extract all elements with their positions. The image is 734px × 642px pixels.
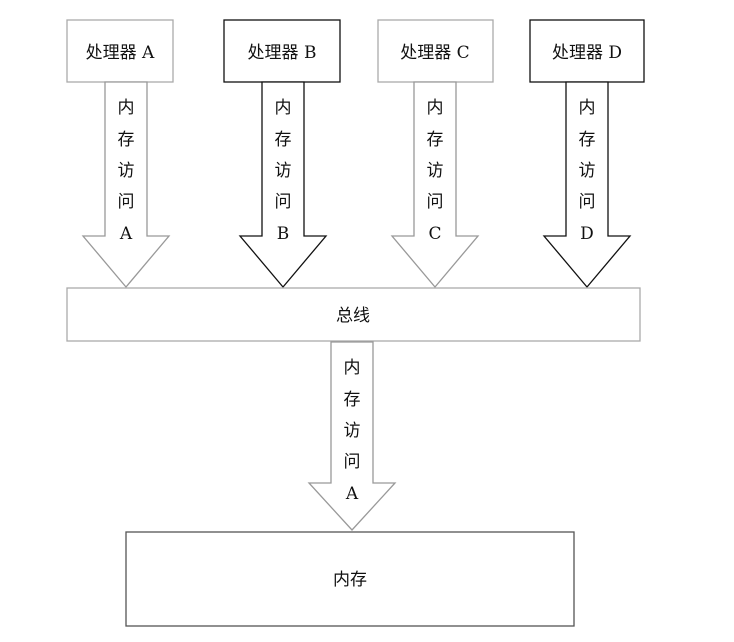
memory-access-label-b-char-4: 问 — [275, 192, 292, 212]
memory-access-label-c-char-4: 问 — [427, 192, 444, 212]
memory-access-label-d-char-3: 访 — [579, 161, 596, 181]
memory-access-arrow-b-shape — [238, 81, 328, 289]
processor-d-label: 处理器 D — [552, 43, 622, 63]
memory-access-label-d-char-5: D — [580, 224, 594, 244]
bus-memory-access-label-char-3: 访 — [344, 421, 361, 441]
processor-a-label: 处理器 A — [86, 43, 155, 63]
bus-memory-access-label-char-5: A — [345, 484, 359, 504]
memory-access-arrow-c: 内 存 访 问 C — [390, 81, 480, 289]
processor-d: 处理器 D — [529, 19, 645, 83]
processor-a: 处理器 A — [66, 19, 174, 83]
processor-b-box — [223, 19, 341, 83]
processor-c-box — [377, 19, 494, 83]
memory-access-label-c-char-2: 存 — [427, 130, 444, 150]
bus-memory-access-label-char-1: 内 — [344, 358, 361, 378]
processor-a-box — [66, 19, 174, 83]
bus-memory-access-label-char-4: 问 — [344, 452, 361, 472]
processor-c: 处理器 C — [377, 19, 494, 83]
memory-access-label-a-char-2: 存 — [118, 130, 135, 150]
memory-access-label-d-char-2: 存 — [579, 130, 596, 150]
processor-d-box — [529, 19, 645, 83]
memory-access-label-c-char-3: 访 — [427, 161, 444, 181]
memory-access-label-d-char-1: 内 — [579, 98, 596, 118]
bus: 总线 — [66, 287, 641, 342]
memory-access-arrow-d: 内 存 访 问 D — [542, 81, 632, 289]
memory-box — [125, 531, 575, 627]
memory-access-label-c-char-1: 内 — [427, 98, 444, 118]
bus-memory-access-label-char-2: 存 — [344, 390, 361, 410]
memory-access-label-b-char-1: 内 — [275, 98, 292, 118]
memory-access-arrow-c-shape — [390, 81, 480, 289]
bus-to-memory-arrow-shape — [307, 341, 397, 531]
memory-access-label-a-char-4: 问 — [118, 192, 135, 212]
memory-access-label-b-char-3: 访 — [275, 161, 292, 181]
processor-b: 处理器 B — [223, 19, 341, 83]
memory-access-label-d-char-4: 问 — [579, 192, 596, 212]
memory-access-label-a-char-3: 访 — [118, 161, 135, 181]
memory-access-label-a-char-1: 内 — [118, 98, 135, 118]
memory-access-arrow-d-shape — [542, 81, 632, 289]
processor-c-label: 处理器 C — [400, 43, 469, 63]
bus-label: 总线 — [336, 306, 370, 326]
bus-to-memory-arrow: 内 存 访 问 A — [307, 341, 397, 531]
bus-box — [66, 287, 641, 342]
memory-access-arrow-a: 内 存 访 问 A — [81, 81, 171, 289]
memory-access-label-a-char-5: A — [119, 224, 133, 244]
memory-access-arrow-b: 内 存 访 问 B — [238, 81, 328, 289]
memory-label: 内存 — [333, 570, 367, 590]
processor-b-label: 处理器 B — [248, 43, 317, 63]
memory: 内存 — [125, 531, 575, 627]
memory-access-label-c-char-5: C — [428, 224, 441, 244]
memory-access-label-b-char-5: B — [277, 224, 290, 244]
memory-access-arrow-a-shape — [81, 81, 171, 289]
memory-access-label-b-char-2: 存 — [275, 130, 292, 150]
